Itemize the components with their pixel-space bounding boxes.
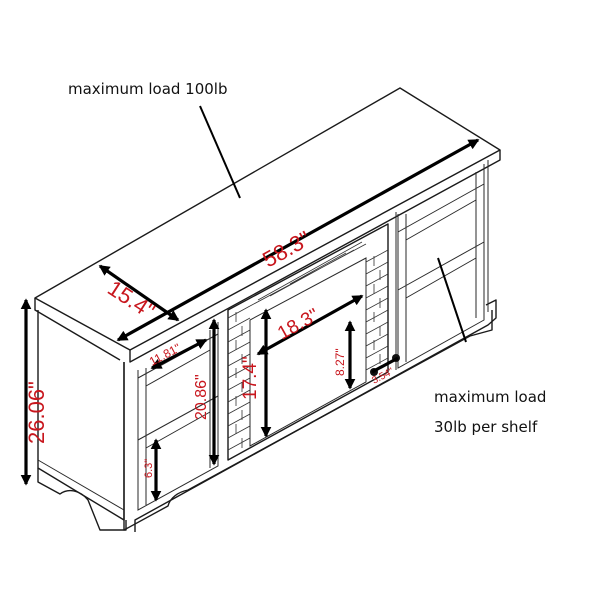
fireplace-offset-arrow [371,356,399,374]
top-load-label: maximum load 100lb [68,80,228,98]
left-side-base-line [37,459,125,511]
side-opening-height-label: 20.86" [193,374,210,420]
base-plinth [134,299,497,532]
brick-texture [227,241,389,451]
depth-arrow [98,264,180,322]
top-left-edge [34,298,121,361]
bottom-shelf-gap-label: 6.3" [143,459,155,478]
top-front-edge [129,150,501,363]
fireplace-height-label: 17.4" [240,356,261,400]
side-shelf-depth-label: 11.81" [147,341,183,369]
fireplace-depth-label: 8.27" [333,348,347,376]
shelf-load-label-line2: 30lb per shelf [434,418,538,436]
fireplace-width-arrow [256,294,364,356]
top-load-pointer [199,105,241,199]
shelf-load-pointer [437,257,467,343]
fireplace-width-label: 18.3" [274,305,322,345]
height-label: 26.06" [24,381,49,444]
left-foot [37,468,127,531]
depth-label: 15.4" [103,275,159,324]
shelf-load-label-line1: maximum load [434,388,546,406]
side-shelf-depth-arrow [150,338,208,370]
